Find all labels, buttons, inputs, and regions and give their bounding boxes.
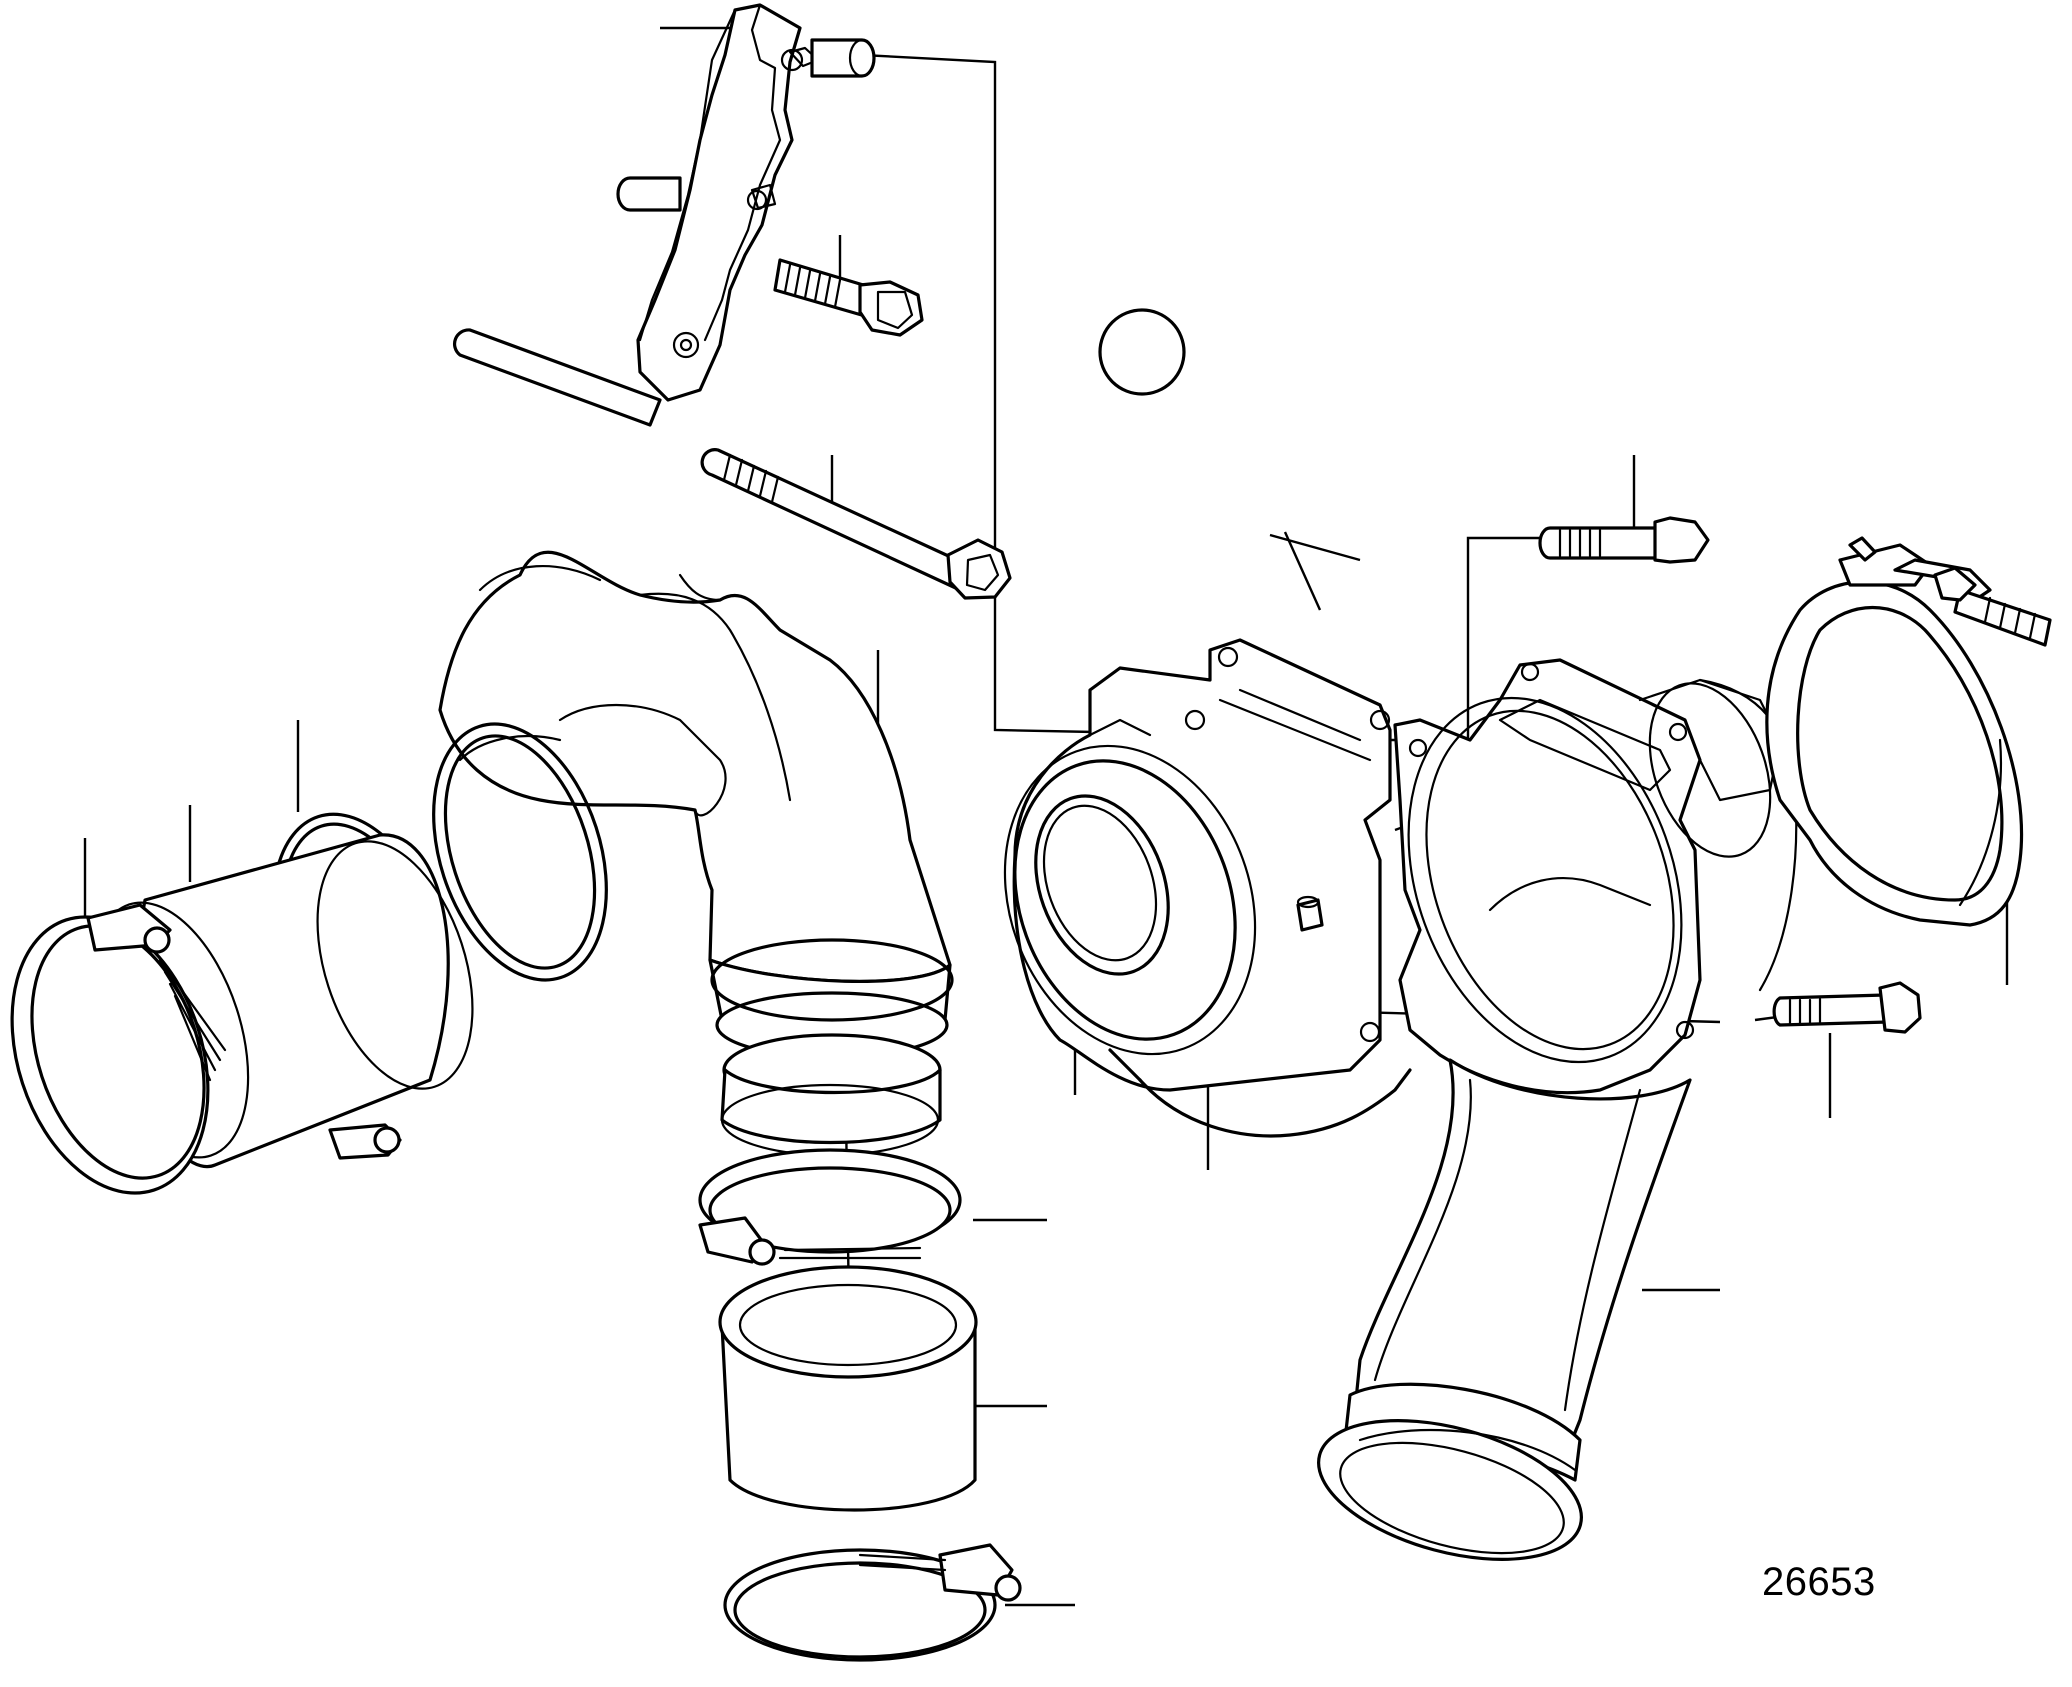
hose-clamp-upper [698, 1148, 962, 1266]
o-ring-left [432, 722, 608, 982]
gasket [1108, 1048, 1412, 1138]
pin [1296, 895, 1324, 932]
stud-long [700, 448, 1012, 600]
hose-clamp-left-outer [10, 903, 402, 1195]
elbow-pipe [438, 550, 954, 1157]
bolt-upper-right [1538, 516, 1710, 564]
flange-bolt-short [773, 258, 924, 337]
figure-reference-number: 26653 [1762, 1560, 1876, 1604]
bracket [636, 3, 820, 402]
o-ring-small [1098, 308, 1186, 396]
hose-clamp-lower [723, 1543, 1022, 1662]
flange-plate [1003, 638, 1392, 1092]
bracket-stud [452, 38, 876, 427]
bolt-lower-right [1772, 981, 1922, 1034]
adapter-housing [1393, 658, 1798, 1095]
v-band-clamp [1765, 536, 2052, 927]
outlet-pipe [1317, 1058, 1692, 1561]
hose-short [718, 1265, 978, 1512]
